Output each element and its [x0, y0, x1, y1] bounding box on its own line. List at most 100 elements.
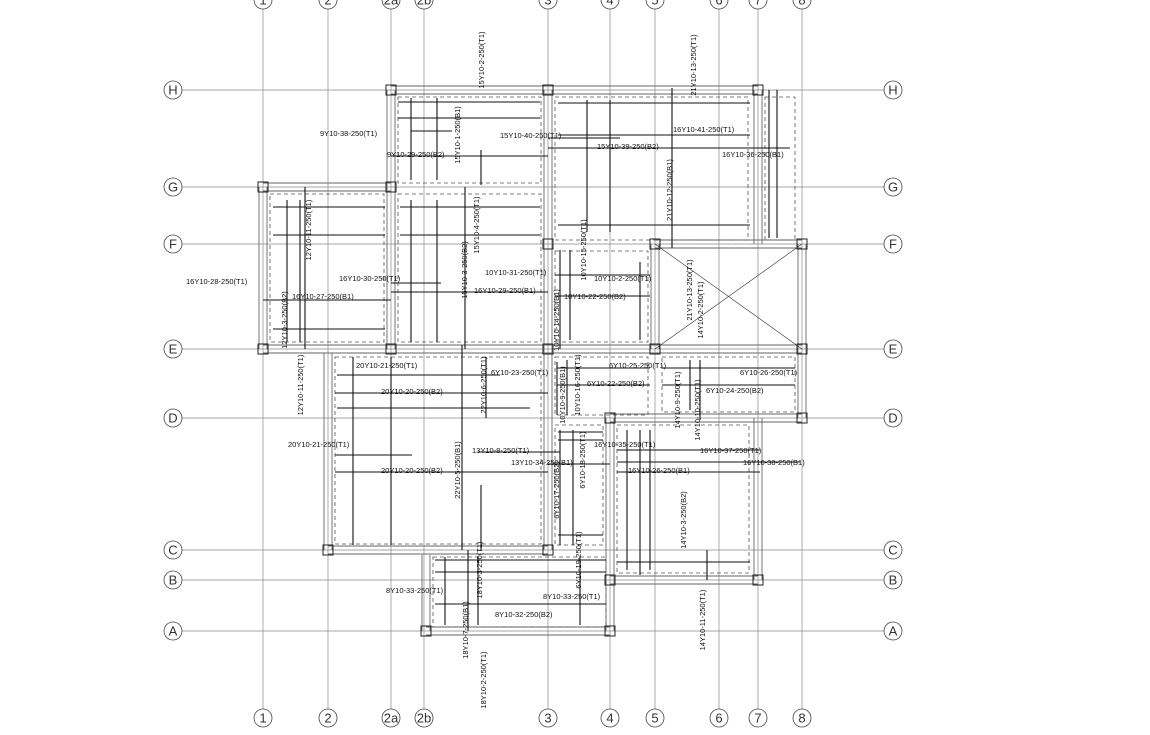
- rebar-label: 20Y10-21-250(T1): [356, 361, 418, 370]
- column: [649, 238, 661, 250]
- rebar-label: 12Y10-3-250(B2): [280, 291, 289, 349]
- beam: [421, 555, 431, 631]
- svg-text:4: 4: [606, 711, 613, 726]
- rebar-label: 15Y10-39-250(B2): [597, 142, 659, 151]
- grid-bubble-G: G: [883, 177, 903, 197]
- beam: [610, 413, 802, 423]
- rebar-label: 6Y10-26-250(T1): [740, 368, 798, 377]
- grid-bubble-2b: 2b: [414, 708, 434, 728]
- svg-text:F: F: [889, 237, 897, 252]
- svg-text:2b: 2b: [417, 711, 431, 726]
- grid-bubble-C: C: [163, 540, 183, 560]
- svg-text:7: 7: [754, 711, 761, 726]
- grid-bubble-3: 3: [538, 708, 558, 728]
- rebar-label: 20Y10-21-250(T1): [288, 440, 350, 449]
- rebar-label: 22Y10-5-250(B1): [453, 441, 462, 499]
- rebar-label: 10Y10-2-250(T1): [594, 274, 652, 283]
- beam-outlines: [258, 85, 807, 636]
- rebar-label: 6Y10-25-250(T1): [609, 361, 667, 370]
- rebar-label: 16Y10-37-250(T1): [700, 446, 762, 455]
- column: [542, 544, 554, 556]
- beam: [323, 353, 333, 550]
- svg-text:C: C: [888, 543, 897, 558]
- rebar-label: 20Y10-20-250(B2): [381, 466, 443, 475]
- svg-text:G: G: [888, 180, 898, 195]
- rebar-label: 22Y10-6-250(T1): [479, 356, 488, 414]
- rebar-label: 21Y10-12-250(B1): [665, 159, 674, 221]
- rebar-label: 6Y10-23-250(T1): [491, 368, 549, 377]
- svg-text:8: 8: [798, 0, 805, 8]
- rebar-label: 21Y10-13-250(T1): [689, 34, 698, 96]
- svg-text:8: 8: [798, 711, 805, 726]
- svg-text:D: D: [168, 411, 177, 426]
- rebar-label: 9Y10-29-250(B2): [387, 150, 445, 159]
- rebar-label: 15Y10-4-250(T1): [472, 196, 481, 254]
- grid-bubble-A: A: [163, 621, 183, 641]
- rebar-label: 18Y10-7-250(B1): [461, 601, 470, 659]
- rebar-label: 14Y10-3-250(B2): [679, 491, 688, 549]
- svg-text:2: 2: [324, 0, 331, 8]
- svg-text:2a: 2a: [384, 0, 399, 8]
- rebar-label: 8Y10-33-250(T1): [386, 586, 444, 595]
- rebar-label: 16Y10-26-250(B1): [628, 466, 690, 475]
- grid-bubble-8: 8: [792, 0, 812, 10]
- beam: [263, 344, 802, 354]
- beam: [328, 545, 548, 555]
- rebar-label: 15Y10-3-250(B2): [460, 241, 469, 299]
- grid-bubble-F: F: [163, 234, 183, 254]
- column: [385, 181, 397, 193]
- grid-bubble-B: B: [883, 570, 903, 590]
- slab-panel: [397, 193, 542, 343]
- grid-bubble-H: H: [163, 80, 183, 100]
- column: [796, 412, 808, 424]
- grid-bubble-C: C: [883, 540, 903, 560]
- column: [385, 84, 397, 96]
- rebar-label: 15Y10-2-250(T1): [477, 31, 486, 89]
- rebar-label: 6Y10-22-250(B2): [587, 379, 645, 388]
- column: [420, 625, 432, 637]
- svg-text:3: 3: [544, 711, 551, 726]
- column: [322, 544, 334, 556]
- slab-panel: [554, 424, 604, 546]
- rebar-label: 13Y10-34-250(B1): [511, 458, 573, 467]
- rebar-label: 16Y10-30-250(T1): [339, 274, 401, 283]
- svg-text:E: E: [169, 342, 178, 357]
- grid-bubble-5: 5: [645, 708, 665, 728]
- rebar-label: 6Y10-17-250(B2): [552, 461, 561, 519]
- rebar-labels: 9Y10-38-250(T1)15Y10-40-250(T1)9Y10-29-2…: [186, 31, 805, 709]
- svg-text:1: 1: [259, 711, 266, 726]
- column: [385, 343, 397, 355]
- slab-panels: [269, 96, 796, 628]
- grid-bubble-1: 1: [253, 708, 273, 728]
- rebar-label: 18Y10-2-250(T1): [479, 651, 488, 709]
- grid-bubble-E: E: [883, 339, 903, 359]
- svg-text:H: H: [168, 83, 177, 98]
- rebar-label: 16Y10-38-250(B1): [743, 458, 805, 467]
- grid-bubble-7: 7: [748, 0, 768, 10]
- grid-bubble-1: 1: [253, 0, 273, 10]
- column: [752, 84, 764, 96]
- grid-bubble-E: E: [163, 339, 183, 359]
- column: [542, 84, 554, 96]
- beam: [391, 85, 758, 95]
- grid-bubble-4: 4: [600, 0, 620, 10]
- rebar-label: 14Y10-9-250(T1): [673, 371, 682, 429]
- column: [796, 238, 808, 250]
- grid-bubble-6: 6: [709, 0, 729, 10]
- svg-text:A: A: [169, 624, 178, 639]
- rebar-label: 14Y10-2-250(T1): [696, 281, 705, 339]
- rebar-label: 16Y10-27-250(B1): [292, 292, 354, 301]
- rebar-label: 10Y10-9-250(B1): [558, 366, 567, 424]
- rebar-label: 6Y10-19-250(T1): [574, 531, 583, 589]
- svg-text:4: 4: [606, 0, 613, 8]
- rebar-label: 10Y10-15-250(T1): [579, 219, 588, 281]
- svg-text:E: E: [889, 342, 898, 357]
- rebar-label: 10Y10-16-250(T1): [573, 354, 582, 416]
- svg-text:G: G: [168, 180, 178, 195]
- rebar-label: 16Y10-41-250(T1): [673, 125, 735, 134]
- column: [604, 412, 616, 424]
- svg-text:3: 3: [544, 0, 551, 8]
- slab-panel: [554, 356, 649, 416]
- beam: [753, 90, 763, 244]
- rebar-label: 10Y10-31-250(T1): [485, 268, 547, 277]
